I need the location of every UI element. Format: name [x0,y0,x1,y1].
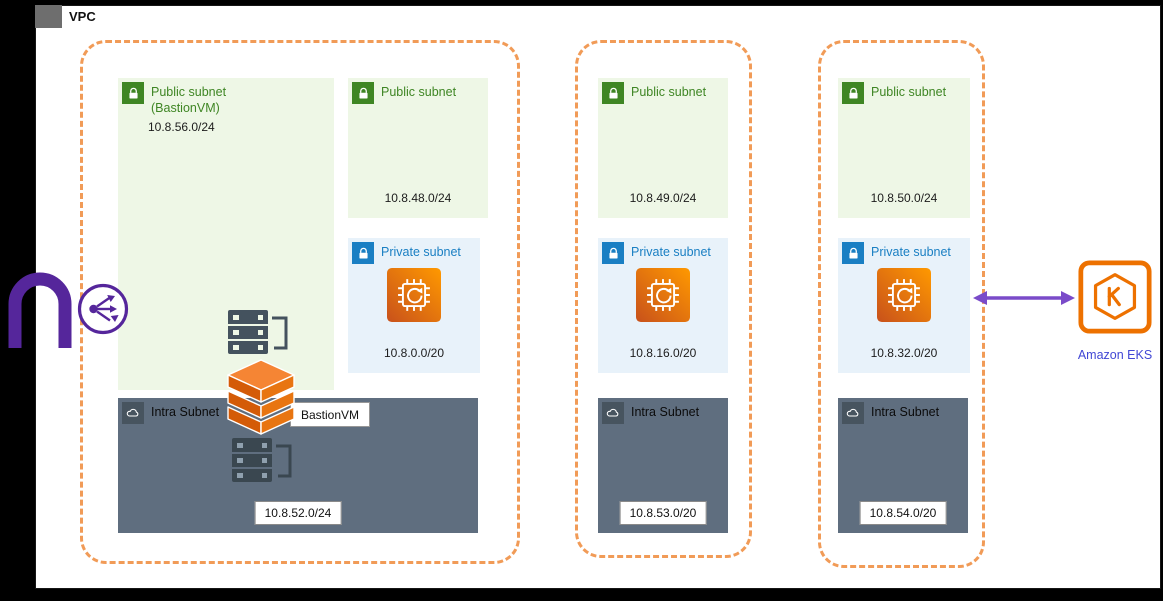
subnet-cidr: 10.8.48.0/24 [384,191,452,205]
eks-connection-double-arrow-icon [972,288,1076,308]
server-rack-icon [232,438,294,482]
subnet-title: Private subnet [631,245,711,259]
amazon-eks-icon [1078,260,1152,334]
subnet-cidr: 10.8.32.0/20 [870,346,938,360]
subnet-title: Private subnet [871,245,951,259]
subnet-cidr: 10.8.49.0/24 [629,191,697,205]
private-subnet-padlock-icon [842,242,864,264]
subnet-title: Intra Subnet [871,405,940,419]
vpc-icon [35,5,62,28]
intra-subnet-az3: Intra Subnet 10.8.54.0/20 [838,398,968,533]
private-subnet-az3: Private subnet 10.8.32.0/20 [838,238,970,373]
public-subnet-az1: Public subnet 10.8.48.0/24 [348,78,488,218]
intra-subnet-az2: Intra Subnet 10.8.53.0/20 [598,398,728,533]
public-subnet-padlock-icon [602,82,624,104]
subnet-header: Public subnet [602,82,706,104]
subnet-header: Private subnet [352,242,461,264]
intra-subnet-cloud-icon [602,402,624,424]
private-subnet-padlock-icon [602,242,624,264]
subnet-header: Intra Subnet [602,402,699,424]
public-subnet-az3: Public subnet 10.8.50.0/24 [838,78,970,218]
subnet-header: Private subnet [842,242,951,264]
amazon-eks-label: Amazon EKS [1077,348,1153,362]
availability-zone-2 [575,40,752,558]
public-subnet-padlock-icon [352,82,374,104]
bastion-vm-label: BastionVM [290,402,370,427]
public-subnet-padlock-icon [842,82,864,104]
private-subnet-padlock-icon [352,242,374,264]
load-balancer-icon [76,282,130,336]
instance-stack-icon [218,358,304,440]
public-subnet-padlock-icon [122,82,144,104]
subnet-cidr: 10.8.52.0/24 [254,501,342,525]
subnet-title: Intra Subnet [151,405,220,419]
intra-subnet-cloud-icon [842,402,864,424]
subnet-cidr: 10.8.0.0/20 [383,346,445,360]
subnet-header: Intra Subnet [122,402,219,424]
subnet-cidr: 10.8.53.0/20 [619,501,707,525]
subnet-header: Intra Subnet [842,402,939,424]
subnet-header: Public subnet [842,82,946,104]
public-subnet-az2: Public subnet 10.8.49.0/24 [598,78,728,218]
subnet-title: Public subnet [871,85,947,99]
subnet-title: Public subnet [381,85,457,99]
private-subnet-az2: Private subnet 10.8.16.0/20 [598,238,728,373]
subnet-header: Public subnet (BastionVM) [122,82,269,116]
subnet-header: Public subnet [352,82,456,104]
subnet-cidr: 10.8.56.0/24 [148,120,215,134]
public-subnet-bastion: Public subnet (BastionVM) 10.8.56.0/24 [118,78,334,390]
compute-chip-icon [387,268,441,322]
subnet-title: Public subnet [631,85,707,99]
private-subnet-az1: Private subnet 10.8.0.0/20 [348,238,480,373]
server-rack-icon [228,310,290,354]
compute-chip-icon [636,268,690,322]
subnet-title: Private subnet [381,245,461,259]
subnet-cidr: 10.8.54.0/20 [859,501,947,525]
subnet-title: Public subnet (BastionVM) [151,85,227,115]
subnet-title: Intra Subnet [631,405,700,419]
availability-zone-3 [818,40,985,568]
subnet-cidr: 10.8.16.0/20 [629,346,697,360]
intra-subnet-cloud-icon [122,402,144,424]
subnet-header: Private subnet [602,242,711,264]
vpc-label: VPC [69,9,96,24]
compute-chip-icon [877,268,931,322]
magnet-icon [2,268,78,350]
subnet-cidr: 10.8.50.0/24 [870,191,938,205]
